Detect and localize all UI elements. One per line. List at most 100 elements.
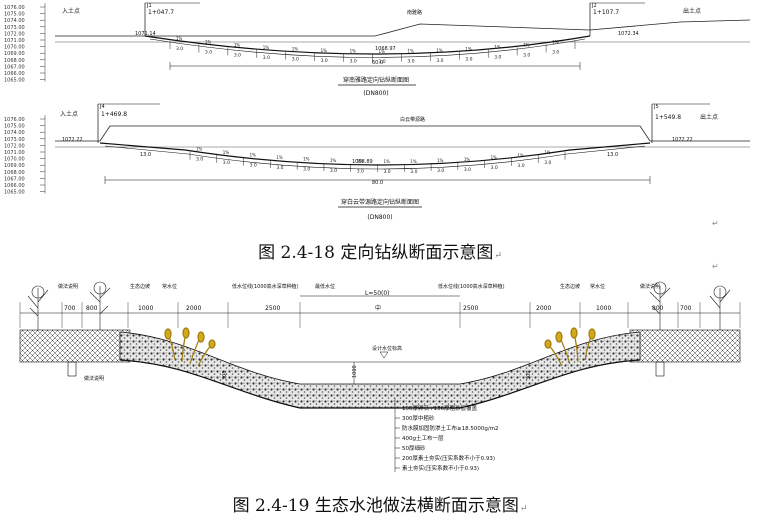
elevation-tick-label: 1076.00 — [4, 117, 25, 123]
layer-label: 200厚素土夯实(压实系数不小于0.93) — [402, 454, 495, 462]
spacing-label: 3.0 — [491, 165, 498, 171]
bank-left — [19, 329, 131, 363]
drill-path-bottom — [99, 142, 651, 166]
elevation-tick-label: 1070.00 — [4, 45, 25, 51]
shrubs-right — [649, 281, 731, 330]
elevation-tick-label: 1067.00 — [4, 64, 25, 70]
elevation-tick-label: 1068.00 — [4, 170, 25, 176]
station-left-label: 1+469.8 — [101, 111, 127, 118]
elevation-tick-label: 1069.00 — [4, 51, 25, 57]
slope-label: 1% — [196, 147, 203, 152]
elevation-tick-label: 1070.00 — [4, 157, 25, 163]
slope-label: 1% — [437, 158, 444, 163]
elevation-tick-label: 1071.00 — [4, 38, 25, 44]
exit-point-label: 出土点 — [683, 7, 701, 15]
spacing-label: 3.0 — [303, 167, 310, 173]
section-title: 穿南雅路定向钻纵断面图 — [343, 76, 409, 84]
road-label: 南雅路 — [407, 9, 422, 16]
slope-label: 1% — [292, 47, 299, 52]
spacing-label: 3.0 — [250, 163, 257, 169]
drill-path-top — [144, 35, 591, 55]
spacing-label: 3.0 — [350, 59, 357, 65]
layer-label: 150厚卵石+150厚粗砂层覆盖 — [402, 404, 478, 412]
dim-0: 700 — [64, 305, 76, 312]
spacing-label: 3.0 — [379, 59, 386, 65]
caption-text: 图 2.4-19 生态水池做法横断面示意图 — [232, 496, 519, 516]
elevation-tick-label: 1074.00 — [4, 130, 25, 136]
elevation-left-label: 1071.14 — [135, 31, 156, 37]
elevation-tick-label: 1074.00 — [4, 18, 25, 24]
layer-callouts: 150厚卵石+150厚粗砂层覆盖300厚中粗砂防水膜加固防渗土工布≥18.500… — [394, 398, 499, 472]
spacing-label: 3.0 — [436, 58, 443, 64]
spacing-label: 3.0 — [437, 168, 444, 174]
dim-8: 1000 — [596, 305, 611, 312]
layer-label: 素土夯实(压实系数不小于0.93) — [402, 464, 479, 472]
spacing-label: 3.0 — [196, 157, 203, 163]
shrubs-left — [27, 281, 111, 330]
elevation-left-label: 1072.22 — [62, 137, 83, 143]
elevation-tick-label: 1065.00 — [4, 78, 25, 84]
label-description-left: 做法说明 — [58, 283, 78, 290]
paragraph-mark: ↵ — [712, 262, 719, 271]
spacing-label: 3.0 — [263, 55, 270, 61]
figure-pond-cross-section: 做法说明 常水位 生态边坡 低水位线(1000高水深草种植) 最低水位 低水位线… — [19, 281, 741, 472]
slope-label: 1% — [223, 150, 230, 155]
label-eco-slope-left: 生态边坡 — [130, 283, 150, 290]
aquatic-plants-right — [544, 327, 596, 367]
label-low-water-right: 低水位线(1000高水深草种植) — [438, 283, 505, 290]
spacing-label: 3.0 — [494, 55, 501, 61]
elevation-tick-label: 1069.00 — [4, 163, 25, 169]
elevation-tick-label: 1073.00 — [4, 25, 25, 31]
layer-label: 300厚中粗砂 — [402, 414, 435, 422]
elevation-ruler-top: 1076.001075.001074.001073.001072.001071.… — [4, 3, 46, 84]
slope-label: 1% — [276, 155, 283, 160]
elevation-tick-label: 1073.00 — [4, 137, 25, 143]
slope-label: 1% — [330, 158, 337, 163]
dim-2: 1000 — [138, 305, 153, 312]
station-left-label: 1+047.7 — [148, 9, 174, 16]
elevation-tick-label: 1068.00 — [4, 58, 25, 64]
caption-text: 图 2.4-18 定向钻纵断面示意图 — [258, 243, 494, 263]
paragraph-mark: ↵ — [519, 504, 528, 514]
spacing-label: 3.0 — [357, 169, 364, 175]
total-length-label: 60.0 — [372, 60, 383, 66]
dim-3: 2000 — [186, 305, 201, 312]
layer-label: 400g土工布一层 — [402, 434, 444, 442]
j-left-label: J1 — [146, 3, 152, 9]
slope-label: 1% — [250, 153, 257, 158]
spacing-label: 3.0 — [384, 169, 391, 175]
elevation-tick-label: 1076.00 — [4, 5, 25, 11]
spacing-label: 3.0 — [407, 59, 414, 65]
slope-label: 1% — [552, 39, 559, 44]
left-note-label: 做法说明 — [84, 375, 104, 382]
slope-label: 1% — [465, 47, 472, 52]
spacing-label: 3.0 — [234, 52, 241, 58]
label-normal-water-right: 常水位 — [590, 283, 605, 290]
slope-label: 1% — [205, 39, 212, 44]
slope-label: 1% — [410, 159, 417, 164]
elevation-ruler-bottom: 1076.001075.001074.001073.001072.001071.… — [4, 115, 46, 196]
depth-label: 1000 — [352, 365, 358, 378]
section-baiyun-road: 3.0 1% 3.0 1% 3.0 1% 3.0 1% 3.0 1% 3.0 1% 3.0 1% 3.0 1%… — [55, 103, 750, 221]
spacing-label: 3.0 — [464, 167, 471, 173]
spacing-label: 3.0 — [465, 57, 472, 63]
elevation-tick-label: 1065.00 — [4, 190, 25, 196]
entry-point-label: 入土点 — [60, 110, 78, 118]
drill-spacing-ticks: 3.0 1% 3.0 1% 3.0 1% 3.0 1% 3.0 1% 3.0 1% 3.0 1% 3.0 1%… — [189, 147, 566, 175]
label-description-right: 做法说明 — [640, 283, 660, 290]
slope-depth-label-left: 300 — [222, 370, 228, 380]
dim-4: 2500 — [265, 305, 280, 312]
figure-longitudinal-sections: 1076.001075.001074.001073.001072.001071.… — [4, 2, 751, 221]
slope-label: 1% — [384, 159, 391, 164]
station-right-label: 1+107.7 — [593, 9, 619, 16]
aquatic-plants-left — [164, 327, 216, 367]
label-lowest-water: 最低水位 — [315, 283, 335, 290]
section-title: 穿白云带源路定向钻纵断面图 — [341, 198, 419, 206]
figure-caption-2: 图 2.4-19 生态水池做法横断面示意图↵ — [0, 491, 760, 516]
slope-label: 1% — [303, 157, 310, 162]
slope-label: 1% — [491, 155, 498, 160]
dim-5: 中 — [375, 304, 381, 312]
elevation-tick-label: 1075.00 — [4, 124, 25, 130]
section-subtitle: (DN800) — [363, 90, 388, 97]
elevation-tick-label: 1075.00 — [4, 12, 25, 18]
